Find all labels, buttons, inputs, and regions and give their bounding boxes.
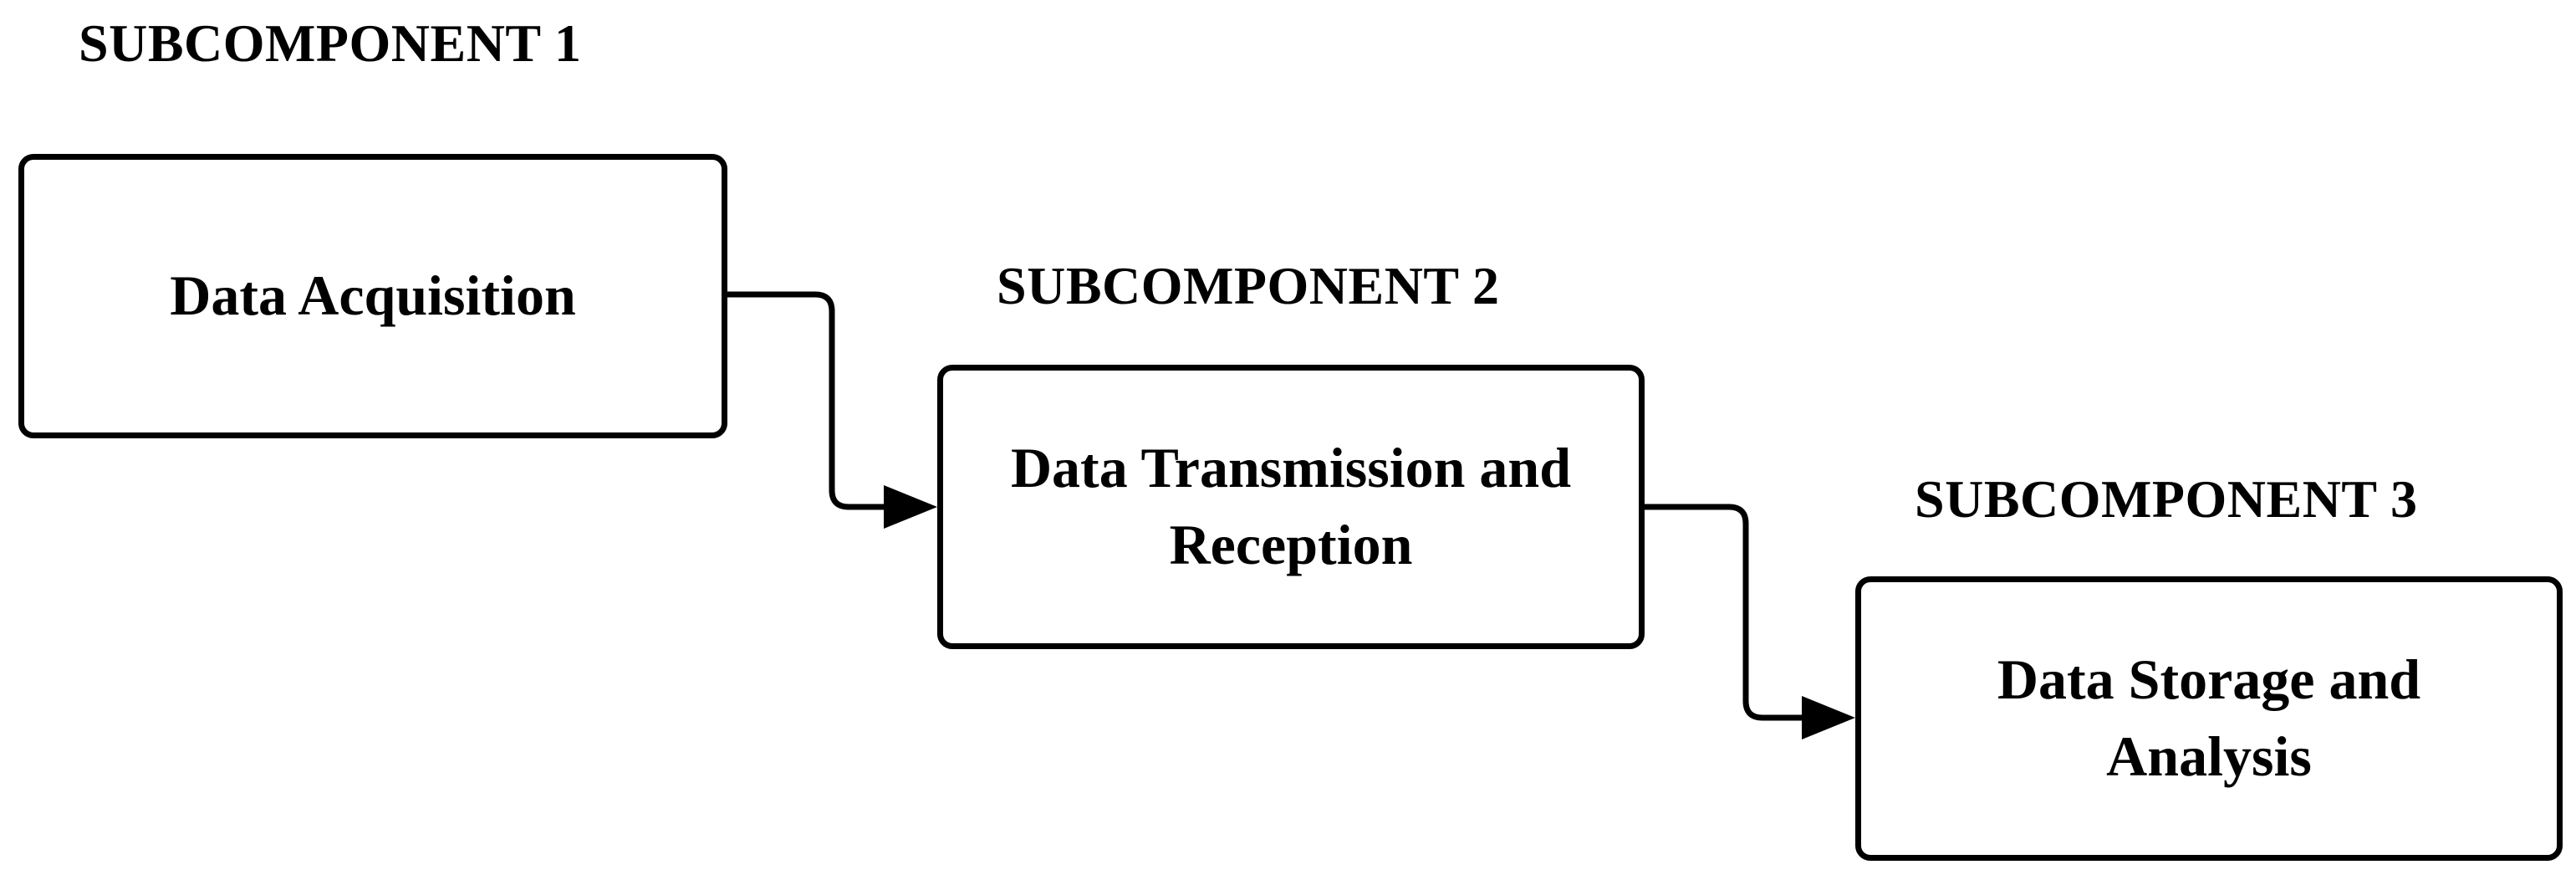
subcomponent-3-heading: SUBCOMPONENT 3	[1915, 469, 2418, 529]
arrowhead-2-to-3	[1802, 696, 1855, 739]
connector-2-to-3	[1645, 504, 1804, 721]
arrowhead-1-to-2	[884, 485, 937, 529]
data-storage-box: Data Storage and Analysis	[1855, 576, 2563, 861]
data-acquisition-label: Data Acquisition	[170, 263, 576, 328]
data-transmission-label: Data Transmission and Reception	[1010, 436, 1572, 576]
data-transmission-box: Data Transmission and Reception	[937, 365, 1645, 649]
subcomponent-1-heading: SUBCOMPONENT 1	[79, 13, 582, 73]
subcomponent-2-heading: SUBCOMPONENT 2	[997, 256, 1500, 315]
data-storage-label: Data Storage and Analysis	[1997, 647, 2421, 788]
data-acquisition-box: Data Acquisition	[18, 154, 727, 438]
connector-1-to-2	[727, 291, 886, 510]
